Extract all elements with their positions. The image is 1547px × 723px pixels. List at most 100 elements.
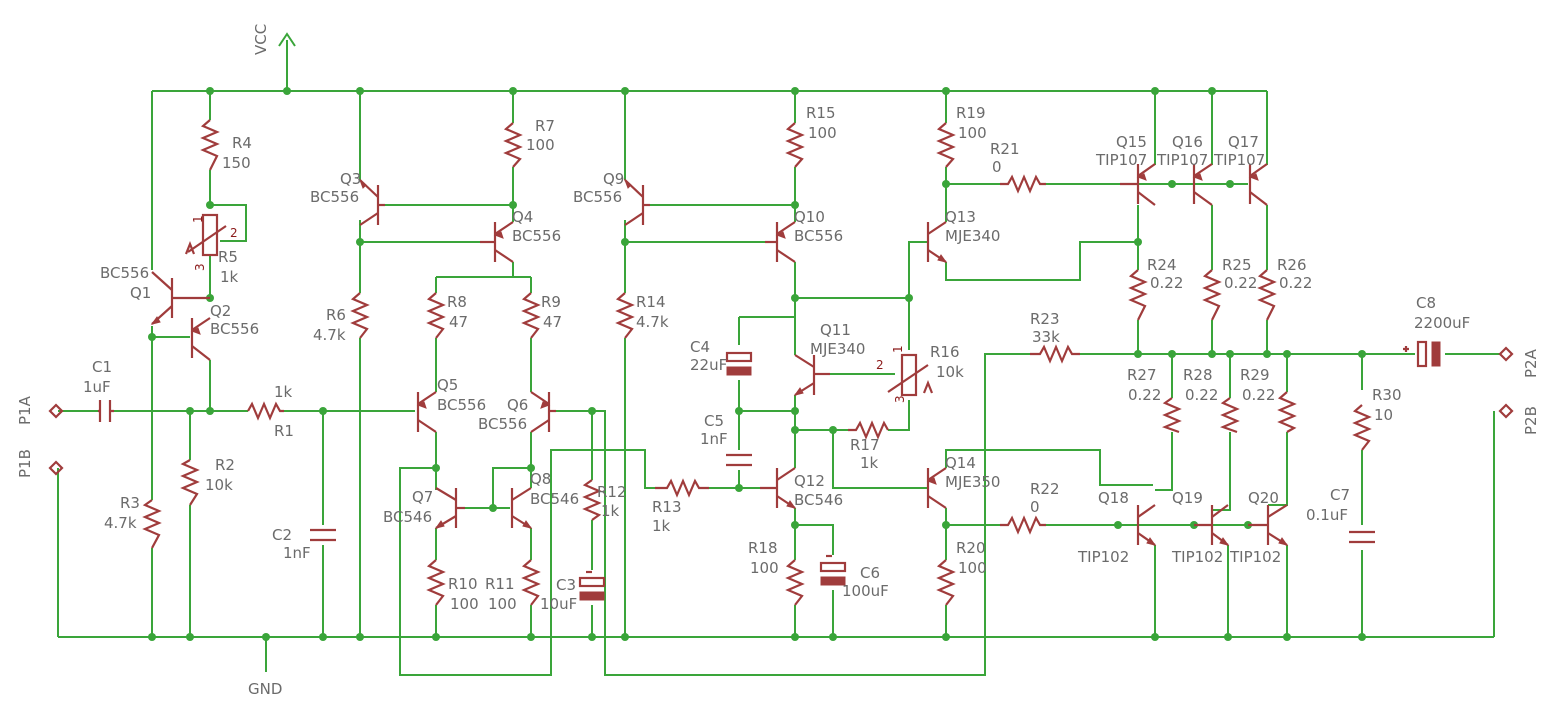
transistor-q20[interactable]: Q20 TIP102 (1229, 489, 1289, 566)
capacitor-c1[interactable]: C1 1uF (83, 358, 114, 422)
transistor-q10[interactable]: Q10 BC556 (765, 208, 843, 263)
transistor-q19[interactable]: Q19 TIP102 (1171, 489, 1230, 566)
c6-value: 100uF (842, 582, 889, 600)
capacitor-c3[interactable]: C3 10uF (540, 570, 606, 613)
r17-ref: R17 (850, 436, 880, 454)
resistor-r25[interactable]: R25 0.22 (1202, 256, 1257, 321)
resistor-r29[interactable]: R29 0.22 (1240, 366, 1297, 433)
connector-p2a[interactable]: P2A (1498, 346, 1540, 378)
resistor-r18[interactable]: R18 100 (748, 539, 805, 606)
r6-value: 4.7k (313, 326, 346, 344)
resistor-r19[interactable]: R19 100 (936, 104, 987, 168)
r15-value: 100 (808, 124, 837, 142)
r10-ref: R10 (448, 575, 478, 593)
capacitor-c2[interactable]: C2 1nF (272, 526, 336, 562)
resistor-r4[interactable]: R4 150 (200, 119, 252, 172)
resistor-r27[interactable]: R27 0.22 (1127, 366, 1182, 434)
vcc-label: VCC (252, 24, 270, 55)
resistor-r7[interactable]: R7 100 (503, 117, 555, 168)
r22-value: 0 (1030, 498, 1040, 516)
resistor-r8[interactable]: R8 47 (426, 292, 468, 339)
q14-ref: Q14 (945, 454, 976, 472)
resistor-r9[interactable]: R9 47 (521, 292, 562, 339)
q13-value: MJE340 (945, 227, 1000, 245)
p1b-label: P1B (16, 449, 34, 478)
r9-ref: R9 (541, 293, 561, 311)
q16-value: TIP107 (1156, 151, 1208, 169)
transistor-q4[interactable]: Q4 BC556 (480, 208, 561, 263)
resistor-r30[interactable]: R30 10 (1352, 386, 1402, 451)
transistor-q3[interactable]: Q3 BC556 (310, 170, 385, 226)
junctions (148, 87, 1366, 641)
transistor-q6[interactable]: Q6 BC556 (478, 391, 556, 433)
potentiometer-r16[interactable]: 1 2 3 R16 10k (876, 343, 964, 403)
r4-ref: R4 (232, 134, 252, 152)
transistor-q11[interactable]: Q11 MJE340 (793, 321, 865, 396)
resistor-r15[interactable]: R15 100 (785, 104, 837, 168)
q14-value: MJE350 (945, 473, 1000, 491)
q1-value: BC556 (100, 264, 149, 282)
transistor-q1[interactable]: BC556 Q1 (100, 264, 210, 325)
resistor-r6[interactable]: R6 4.7k (313, 292, 370, 344)
capacitor-c8[interactable]: C8 2200uF (1403, 294, 1470, 368)
transistor-q8[interactable]: Q8 BC546 (510, 470, 579, 529)
r10-value: 100 (450, 595, 479, 613)
resistor-r23[interactable]: R23 33k (1030, 310, 1080, 364)
r29-ref: R29 (1240, 366, 1270, 384)
transistor-q9[interactable]: Q9 BC556 (573, 170, 650, 226)
transistor-q16[interactable]: Q16 TIP107 (1156, 133, 1213, 206)
resistor-r17[interactable]: R17 1k (848, 420, 889, 472)
c3-value: 10uF (540, 595, 577, 613)
potentiometer-r5[interactable]: 1 2 3 R5 1k (184, 213, 239, 286)
r27-value: 0.22 (1128, 386, 1161, 404)
capacitor-c6[interactable]: C6 100uF (819, 554, 889, 600)
resistor-r21[interactable]: R21 0 (990, 140, 1046, 194)
resistor-r1[interactable]: 1k R1 (247, 383, 294, 440)
transistor-q2[interactable]: Q2 BC556 (190, 302, 259, 361)
transistor-q15[interactable]: Q15 TIP107 (1095, 133, 1156, 206)
r24-value: 0.22 (1150, 274, 1183, 292)
resistor-r12[interactable]: R12 1k (582, 479, 627, 521)
capacitor-c4[interactable]: C4 22uF (690, 338, 753, 376)
resistor-r10[interactable]: R10 100 (426, 559, 479, 613)
q16-ref: Q16 (1172, 133, 1203, 151)
transistor-q5[interactable]: Q5 BC556 (416, 376, 486, 433)
r28-value: 0.22 (1185, 386, 1218, 404)
r28-ref: R28 (1183, 366, 1213, 384)
transistor-q17[interactable]: Q17 TIP107 (1213, 133, 1268, 206)
r11-value: 100 (488, 595, 517, 613)
q6-ref: Q6 (507, 396, 528, 414)
r20-ref: R20 (956, 539, 986, 557)
r18-value: 100 (750, 559, 779, 577)
resistor-r3[interactable]: R3 4.7k (104, 494, 162, 549)
p2b-label: P2B (1522, 406, 1540, 435)
r2-ref: R2 (215, 456, 235, 474)
transistor-q14[interactable]: Q14 MJE350 (926, 454, 1000, 509)
c6-ref: C6 (860, 564, 880, 582)
p2a-label: P2A (1522, 348, 1540, 378)
r26-ref: R26 (1277, 256, 1307, 274)
capacitor-c5[interactable]: C5 1nF (700, 412, 752, 467)
c1-ref: C1 (92, 358, 112, 376)
transistor-q13[interactable]: Q13 MJE340 (926, 208, 1000, 263)
resistor-r11[interactable]: R11 100 (485, 559, 541, 613)
resistor-r2[interactable]: R2 10k (180, 456, 235, 506)
transistor-q7[interactable]: Q7 BC546 (383, 487, 465, 529)
r16-pin3: 3 (893, 395, 907, 403)
connector-p2b[interactable]: P2B (1498, 403, 1540, 435)
resistor-r13[interactable]: R13 1k (652, 478, 709, 535)
transistor-q18[interactable]: Q18 TIP102 (1077, 489, 1157, 566)
resistor-r14[interactable]: R14 4.7k (615, 292, 669, 339)
r16-value: 10k (936, 363, 964, 381)
c5-ref: C5 (704, 412, 724, 430)
connector-p1b[interactable]: P1B (16, 449, 64, 478)
resistor-r26[interactable]: R26 0.22 (1257, 256, 1312, 321)
resistor-r24[interactable]: R24 0.22 (1128, 256, 1183, 321)
resistor-r22[interactable]: R22 0 (1000, 480, 1060, 535)
resistor-r28[interactable]: R28 0.22 (1183, 366, 1240, 434)
capacitor-c7[interactable]: C7 0.1uF (1306, 486, 1375, 544)
connector-p1a[interactable]: P1A (16, 395, 64, 425)
transistor-q12[interactable]: Q12 BC546 (760, 467, 843, 509)
resistor-r20[interactable]: R20 100 (936, 539, 987, 606)
